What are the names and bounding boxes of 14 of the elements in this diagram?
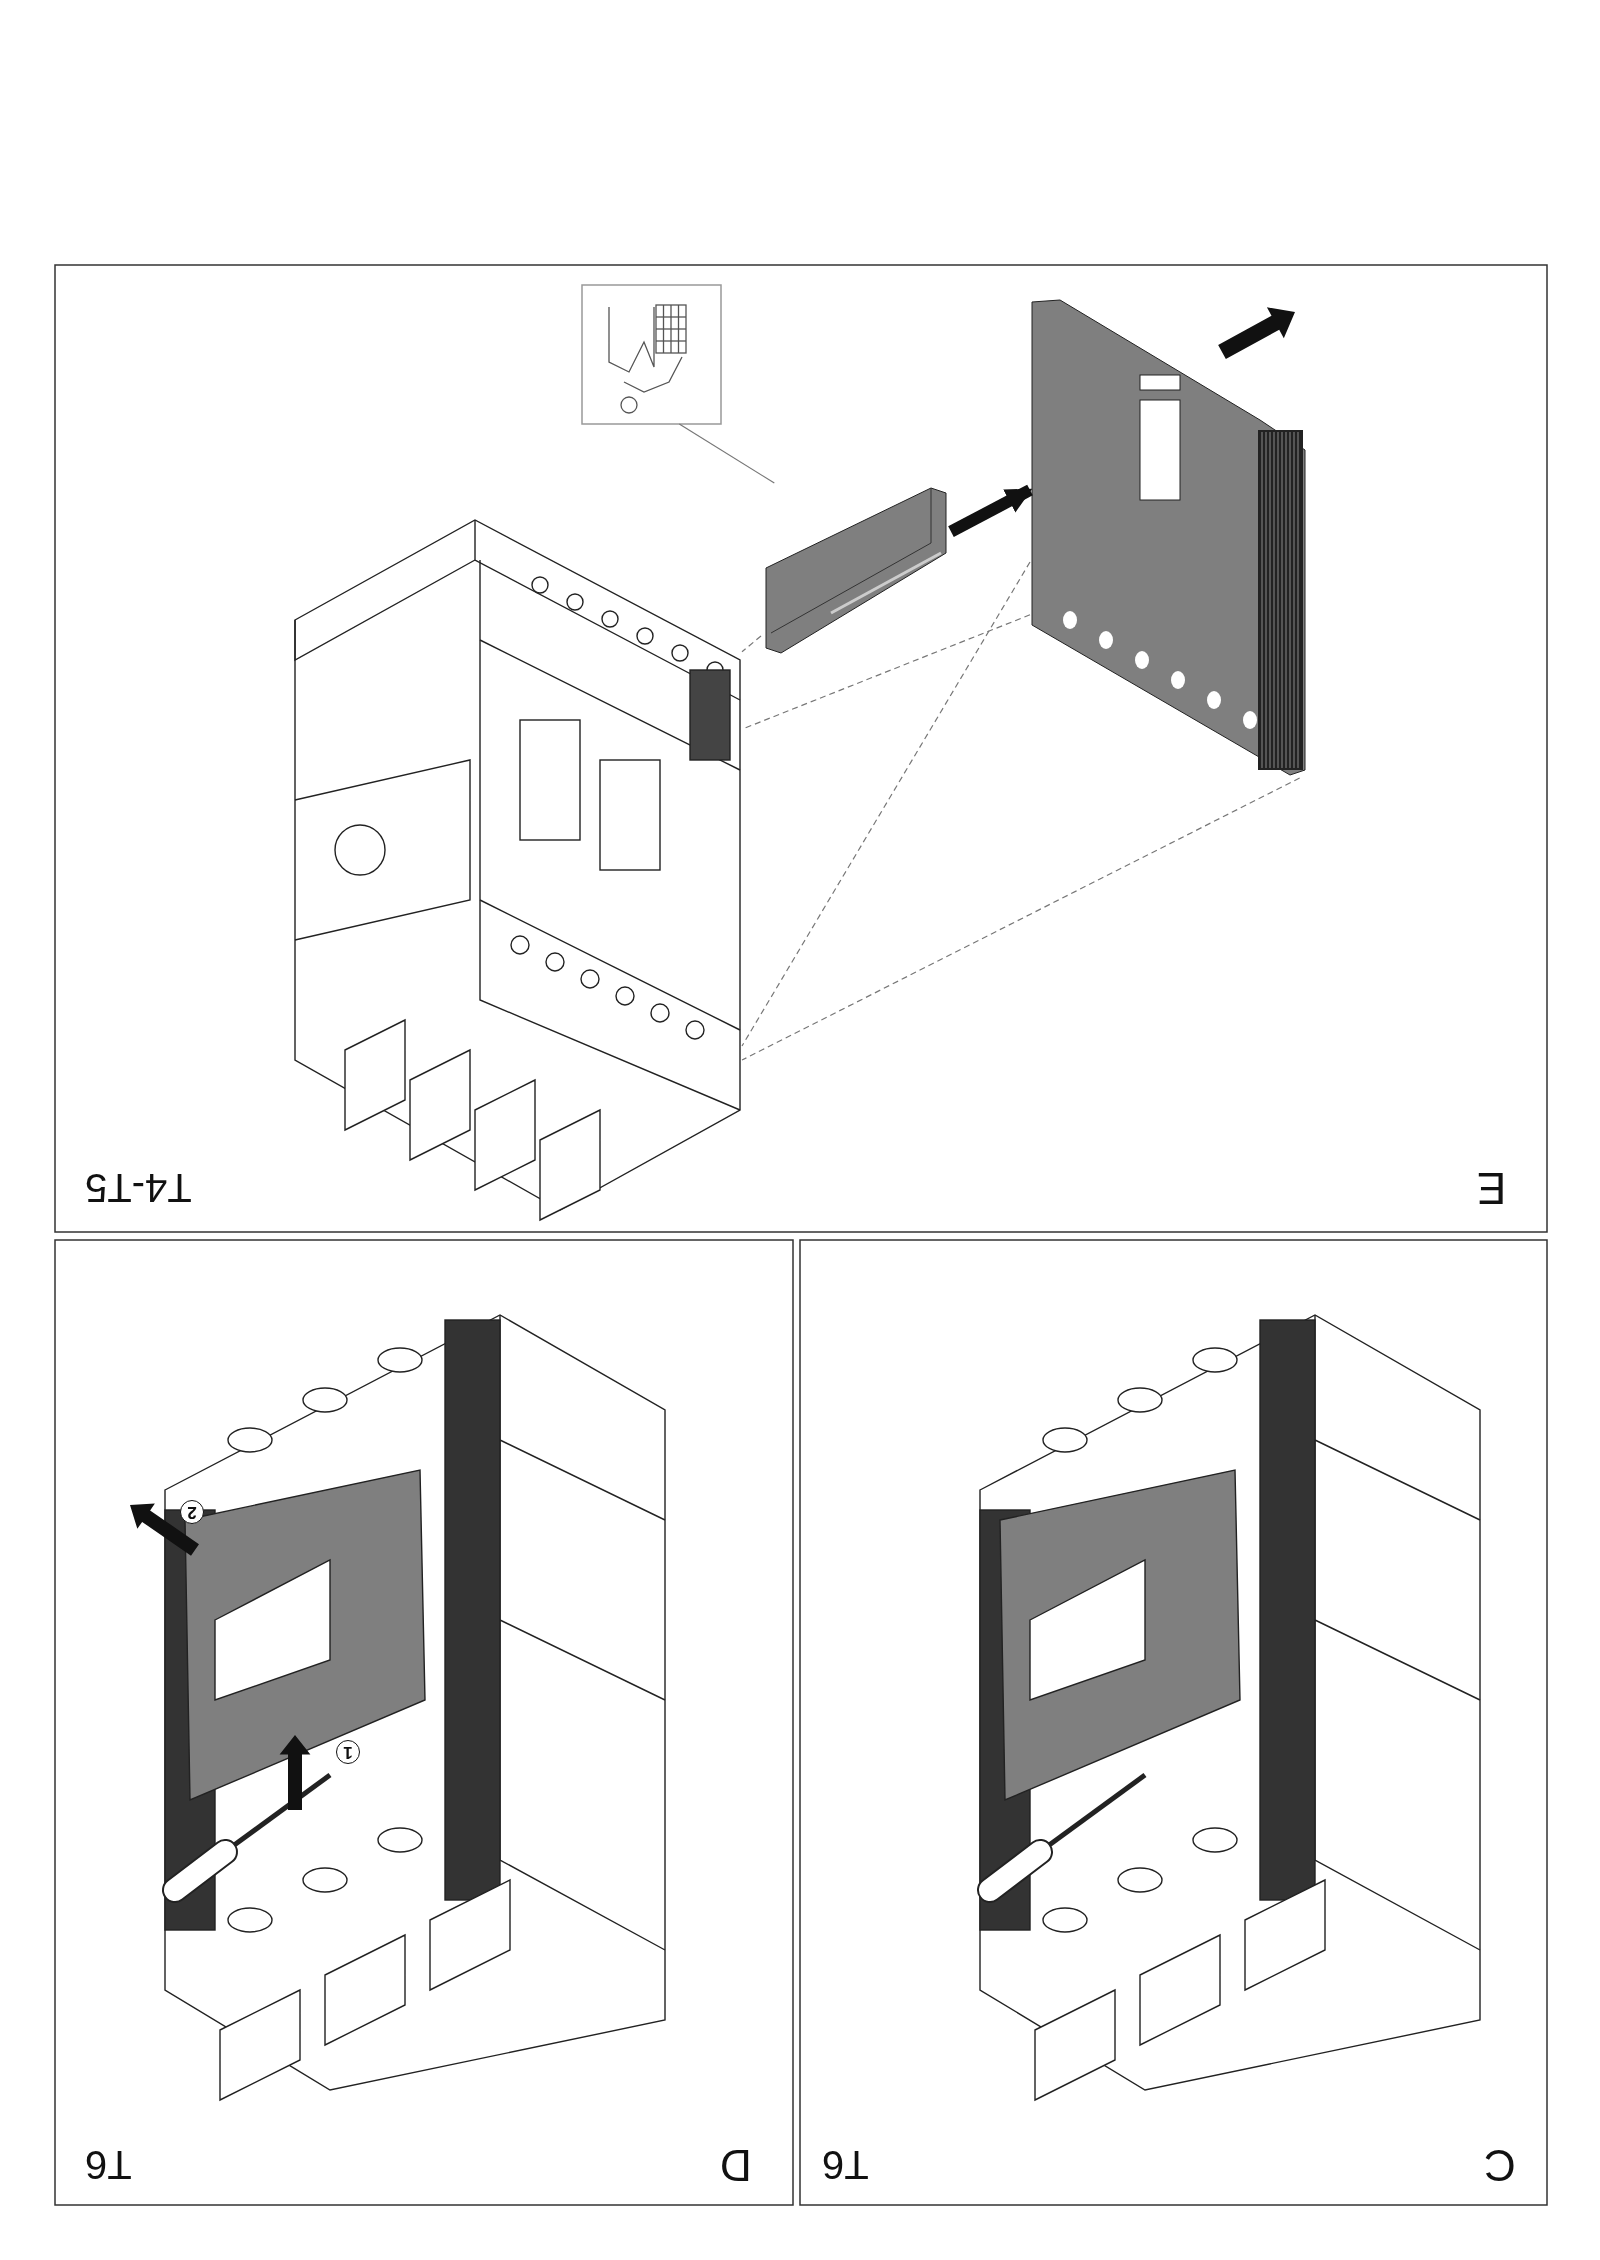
leader-line bbox=[678, 423, 775, 484]
alignment-line bbox=[741, 777, 1301, 1061]
circuit-breaker-drawing bbox=[293, 518, 742, 1222]
cover-drawing bbox=[1030, 298, 1308, 778]
step-letter: E bbox=[1477, 1166, 1507, 1210]
model-label: T6 bbox=[822, 2145, 869, 2185]
step-letter: D bbox=[720, 2143, 752, 2187]
inset-picture bbox=[582, 285, 721, 424]
model-label: T6 bbox=[85, 2145, 132, 2185]
step-letter: C bbox=[1484, 2143, 1516, 2187]
alignment-line bbox=[741, 635, 762, 653]
arrow bbox=[948, 484, 1033, 537]
alignment-line bbox=[741, 561, 1031, 1047]
model-label: T4-T5 bbox=[85, 1168, 192, 1208]
